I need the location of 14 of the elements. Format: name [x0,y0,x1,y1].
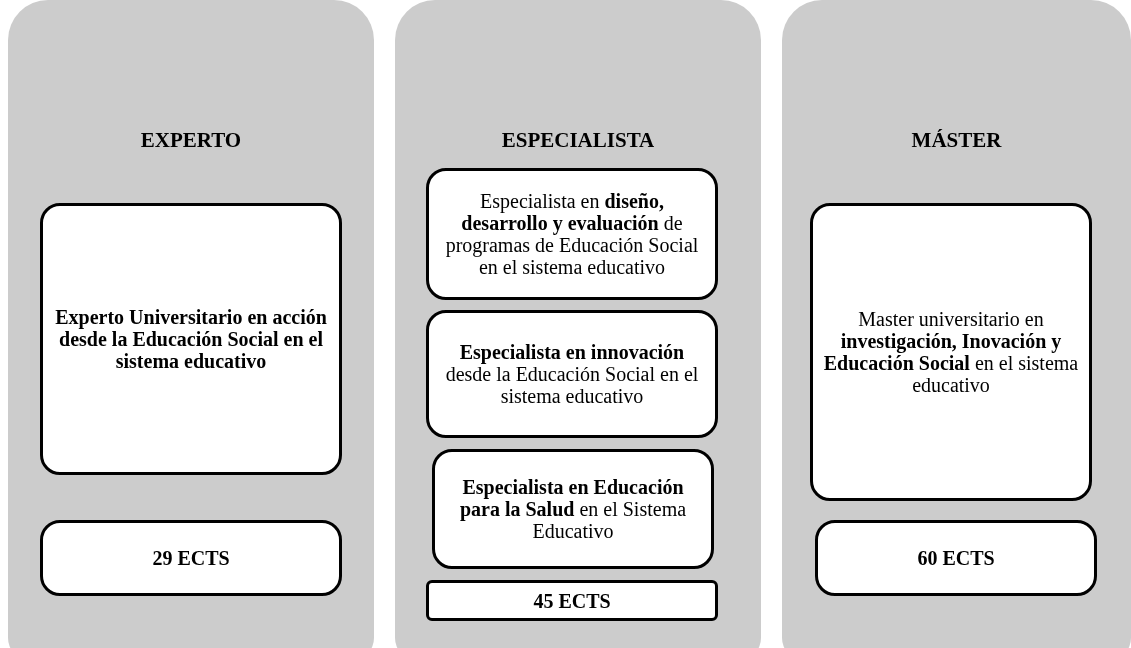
column-heading: EXPERTO [139,128,243,153]
column-panel [782,0,1131,648]
program-box: Especialista en innovación desde la Educación Social en el sistema educativo [426,310,718,438]
credits-box: 60 ECTS [815,520,1097,596]
column-heading: MÁSTER [910,128,1003,153]
column-panel [8,0,374,648]
program-box: Master universitario en investigación, Inovación y Educación Social en el sistema educativo [810,203,1092,501]
program-box: Especialista en diseño, desarrollo y evaluación de programas de Educación Social en el sistema educativo [426,168,718,300]
credits-box: 45 ECTS [426,580,718,621]
program-box: Especialista en Educación para la Salud en el Sistema Educativo [432,449,714,569]
column-heading: ESPECIALISTA [500,128,656,153]
column-panel [395,0,761,648]
credits-box: 29 ECTS [40,520,342,596]
program-box: Experto Universitario en acción desde la Educación Social en el sistema educativo [40,203,342,475]
